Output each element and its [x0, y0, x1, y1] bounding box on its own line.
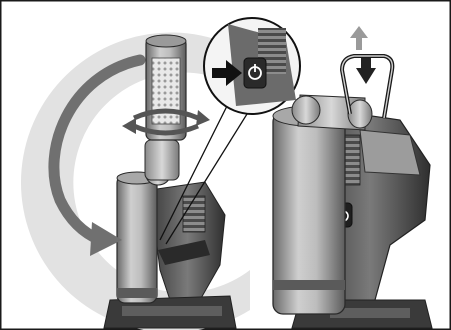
battery-latch [122, 306, 222, 316]
lamp-cylinder-lower [117, 175, 157, 303]
pivot-knob-right-right [348, 100, 372, 128]
callout-button [244, 58, 266, 88]
lamp-cylinder-ring [117, 288, 157, 298]
pivot-knob-right-left [292, 96, 320, 124]
lamp-upright-ring [273, 280, 345, 290]
grip-ribs [183, 196, 205, 232]
lamp-neck [145, 140, 179, 180]
power-button-callout [204, 18, 300, 114]
lamp-head-cap [146, 35, 186, 47]
